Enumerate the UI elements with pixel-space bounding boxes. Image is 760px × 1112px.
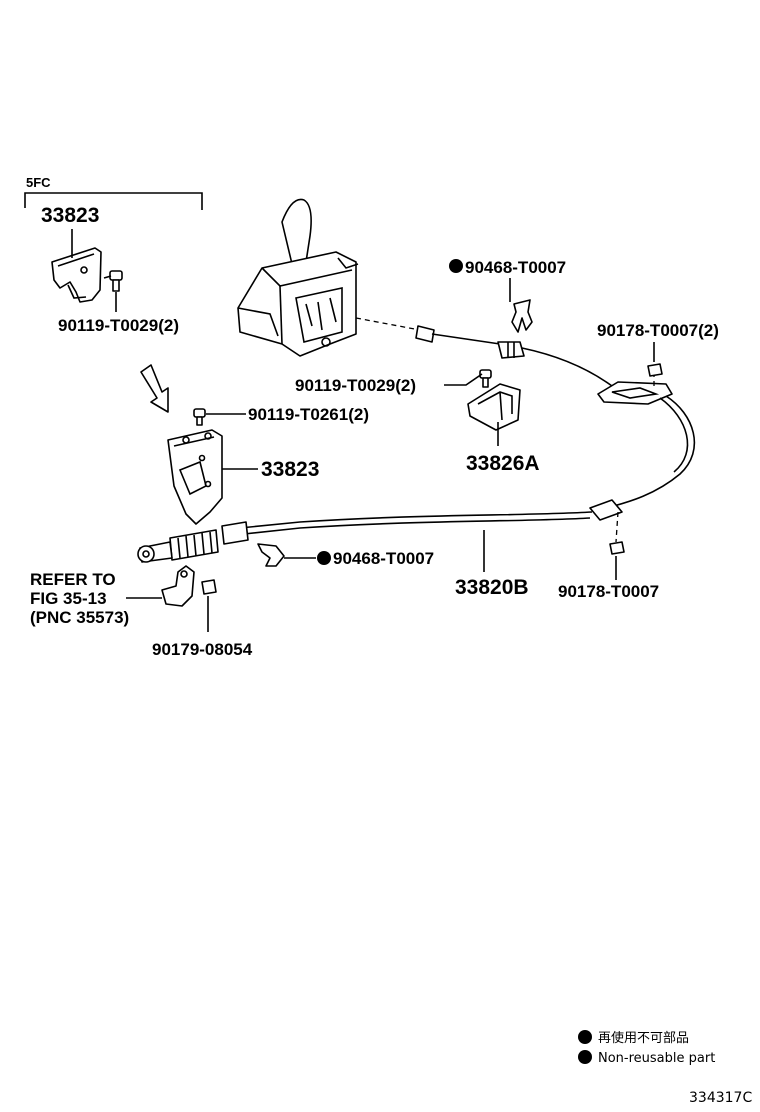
legend-mark-jp <box>578 1030 592 1044</box>
label-bracket-top: 33823 <box>41 204 99 227</box>
illustration-code: 334317C <box>689 1090 752 1106</box>
legend-en: Non-reusable part <box>598 1051 715 1066</box>
dashed-lever-to-cable <box>355 317 421 331</box>
label-bolt-center: 90119-T0029(2) <box>295 376 416 395</box>
label-cable: 33820B <box>455 576 529 599</box>
label-nut-bottom: 90179-08054 <box>152 640 253 659</box>
legend-jp: 再使用不可部品 <box>598 1030 689 1046</box>
bolt-top-drawing <box>103 270 123 292</box>
cable-clamp-drawing <box>161 565 195 607</box>
group-bracket-5fc: 5FC <box>24 175 203 210</box>
nut-right-bottom-drawing <box>609 541 625 555</box>
bracket-33826a-drawing <box>467 383 521 431</box>
label-clip-bottom: 90468-T0007 <box>333 549 434 568</box>
bolt-mid-drawing <box>193 408 206 426</box>
label-nut-right-top: 90178-T0007(2) <box>597 321 719 340</box>
label-bracket-center: 33826A <box>466 452 540 475</box>
bracket-33823-top-drawing <box>51 247 102 303</box>
refer-line3: (PNC 35573) <box>30 608 129 627</box>
nonreusable-mark-clip-bottom <box>317 551 331 565</box>
nonreusable-mark-clip-top <box>449 259 463 273</box>
nut-bottom-drawing <box>201 579 217 595</box>
label-bolt-top: 90119-T0029(2) <box>58 316 179 335</box>
bolt-center-drawing <box>479 369 492 388</box>
cable-drawing <box>137 325 696 563</box>
label-nut-right-bottom: 90178-T0007 <box>558 582 659 601</box>
legend-mark-en <box>578 1050 592 1064</box>
label-bolt-mid: 90119-T0261(2) <box>248 405 369 424</box>
nut-right-top-drawing <box>647 363 663 377</box>
label-clip-top: 90468-T0007 <box>465 258 566 277</box>
dashed-clamp-to-nut <box>615 511 619 543</box>
clip-top-drawing <box>511 299 533 333</box>
clip-bottom-drawing <box>257 543 285 567</box>
refer-line1: REFER TO <box>30 570 116 589</box>
refer-line2: FIG 35-13 <box>30 589 107 608</box>
group-label: 5FC <box>26 175 51 190</box>
label-bracket-mid: 33823 <box>261 458 319 481</box>
leader-bolt-center <box>444 373 483 386</box>
bracket-33823-mid-drawing <box>167 429 223 525</box>
shift-lever-drawing <box>237 198 359 357</box>
direction-arrow <box>140 364 169 413</box>
